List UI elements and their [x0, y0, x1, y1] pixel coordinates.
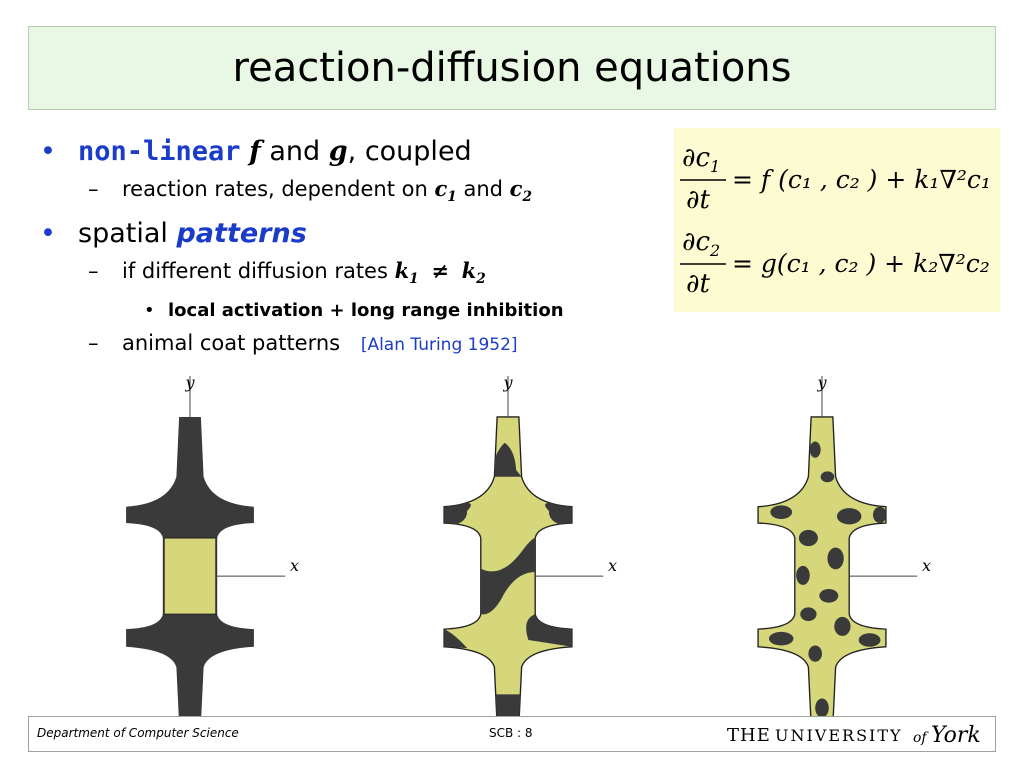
eq1-numerator: ∂c1: [682, 143, 720, 176]
sub-bullet-diffusion-rates: – if different diffusion rates k1 ≠ k2: [40, 254, 680, 296]
eq2-rhs: = g(c₁ , c₂ ) + k₂∇²c₂: [732, 249, 990, 278]
sub-bullet-animal-coat: – animal coat patterns [Alan Turing 1952…: [40, 326, 680, 362]
math-c1: c1: [434, 176, 457, 206]
eq2-numerator: ∂c2: [682, 227, 720, 260]
slide-title: reaction-diffusion equations: [232, 45, 792, 91]
equation-1: ∂c1 ∂t = f (c₁ , c₂ ) + k₁∇²c₁: [674, 128, 1000, 220]
text-coupled: , coupled: [347, 136, 472, 167]
sub-sub-bullet-activation: • local activation + long range inhibiti…: [40, 296, 680, 326]
citation-turing: [Alan Turing 1952]: [360, 335, 518, 356]
text-local-activation: local activation + long range inhibition: [168, 300, 564, 322]
dash-mark: –: [88, 331, 99, 356]
equation-box: ∂c1 ∂t = f (c₁ , c₂ ) + k₁∇²c₁ ∂c2 ∂t = …: [674, 128, 1000, 312]
footer-department: Department of Computer Science: [37, 726, 239, 740]
figure-3-shape: [757, 374, 918, 726]
bullet-nonlinear: • non-linear f and g, coupled: [40, 132, 680, 172]
eq1-denominator: ∂t: [686, 185, 710, 215]
logo-university: UNIVERSITY: [775, 726, 903, 745]
sub-bullet-reaction-rates: – reaction rates, dependent on c1 and c2: [40, 172, 680, 214]
bullet-dot: •: [40, 218, 56, 250]
logo-york: York: [931, 723, 981, 748]
text-and: and: [269, 136, 321, 167]
logo-the: THE: [727, 725, 771, 746]
text-and: and: [463, 177, 503, 201]
dash-mark: –: [88, 177, 99, 201]
bullet-dot: •: [40, 136, 56, 167]
math-c2: c2: [509, 176, 532, 206]
text-diffusion-rates: if different diffusion rates: [122, 259, 388, 284]
footer-bar: Department of Computer Science SCB : 8 T…: [28, 716, 996, 752]
logo-of: of: [913, 730, 929, 746]
math-f: f: [249, 136, 261, 167]
footer-page-number: SCB : 8: [489, 726, 533, 740]
figure-2-shape: [443, 374, 604, 726]
eq2-denominator: ∂t: [686, 269, 710, 299]
figure-2-axis-x: x: [608, 556, 617, 575]
math-g: g: [328, 136, 348, 167]
figure-1-axis-y: y: [184, 376, 195, 392]
title-box: reaction-diffusion equations: [28, 26, 996, 110]
eq1-rhs: = f (c₁ , c₂ ) + k₁∇²c₁: [732, 165, 991, 194]
math-neq: ≠: [431, 258, 449, 284]
text-reaction-rates: reaction rates, dependent on: [122, 177, 428, 201]
bullet-dot: •: [144, 300, 155, 322]
figure-3-axis-y: y: [816, 376, 827, 392]
bullet-spatial: • spatial patterns: [40, 214, 680, 254]
figure-1-shape: [126, 374, 286, 725]
equation-2: ∂c2 ∂t = g(c₁ , c₂ ) + k₂∇²c₂: [674, 220, 1000, 312]
figure-2-axis-y: y: [502, 376, 513, 392]
math-k2: k2: [461, 258, 486, 288]
math-k1: k1: [394, 258, 419, 288]
dash-mark: –: [88, 259, 99, 284]
keyword-nonlinear: non-linear: [78, 136, 241, 167]
figure-1-axis-x: x: [290, 556, 299, 575]
bullet-list: • non-linear f and g, coupled – reaction…: [40, 132, 680, 362]
coat-pattern-figures: y x y x: [100, 373, 960, 726]
text-spatial: spatial: [78, 218, 168, 250]
text-animal-coat: animal coat patterns: [122, 331, 341, 356]
coat-pattern-illustrations: y x y x: [126, 373, 931, 726]
university-of-york-logo: THE UNIVERSITY of York: [727, 723, 981, 748]
figure-3-axis-x: x: [922, 556, 931, 575]
keyword-patterns: patterns: [176, 218, 307, 250]
